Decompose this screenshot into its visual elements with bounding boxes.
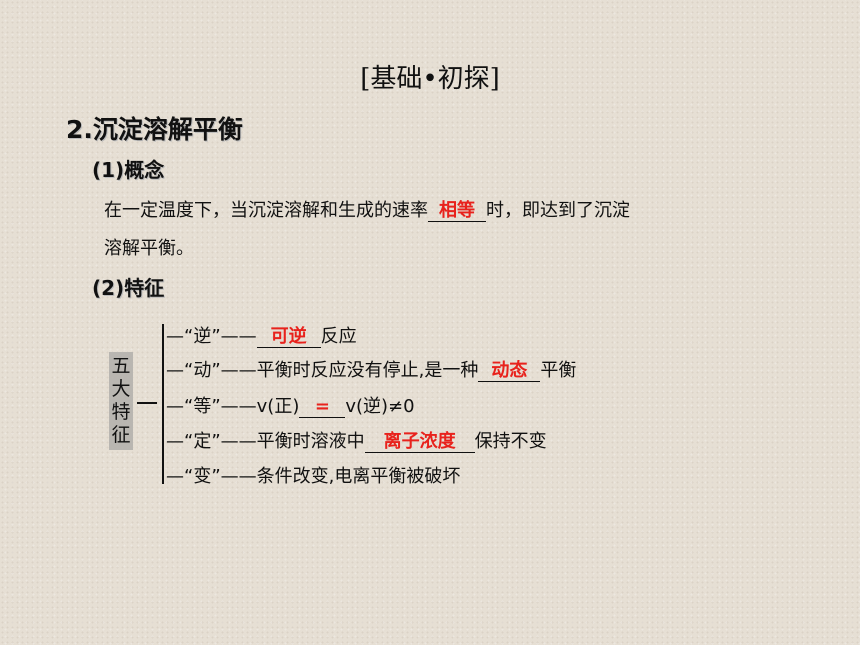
feature-suffix: 保持不变 — [474, 431, 547, 452]
feature-suffix: 平衡 — [540, 360, 577, 381]
feature-blank: 可逆 — [256, 326, 321, 348]
five-features-label: 五 大 特 征 — [109, 352, 133, 450]
feature-item-equal: —“等”——v(正) = v(逆)≠0 — [166, 392, 415, 418]
section-title: [基础•初探] — [360, 64, 500, 94]
feature-answer: 动态 — [491, 360, 528, 381]
feature-prefix: —“定”——平衡时溶液中 — [166, 431, 365, 452]
feature-suffix: v(逆)≠0 — [345, 396, 415, 417]
concept-blank: 相等 — [428, 201, 486, 222]
group-char: 五 — [111, 355, 131, 377]
feature-item-constant: —“定”——平衡时溶液中离子浓度保持不变 — [166, 427, 547, 453]
group-char: 特 — [111, 401, 131, 423]
group-char: 征 — [111, 424, 131, 446]
feature-item-reversible: —“逆”—— 可逆反应 — [166, 322, 357, 348]
feature-answer: 离子浓度 — [383, 431, 456, 452]
feature-suffix: 反应 — [320, 326, 357, 347]
feature-prefix: —“等”——v(正) — [166, 396, 300, 417]
feature-prefix: —“逆”—— — [166, 326, 257, 347]
feature-answer: = — [314, 396, 330, 417]
feature-blank: 离子浓度 — [364, 431, 475, 453]
concept-text-after: 时，即达到了沉淀 — [486, 200, 630, 221]
concept-line-2: 溶解平衡。 — [104, 238, 194, 259]
concept-label: (1)概念 — [92, 158, 165, 182]
connector-dash — [137, 402, 157, 404]
features-label: (2)特征 — [92, 276, 165, 300]
concept-answer: 相等 — [439, 200, 475, 221]
heading: 2.沉淀溶解平衡 — [66, 115, 243, 144]
bracket-line — [162, 324, 164, 484]
feature-answer: 可逆 — [270, 326, 307, 347]
feature-prefix: —“变”——条件改变,电离平衡被破坏 — [166, 466, 461, 487]
concept-line-1: 在一定温度下，当沉淀溶解和生成的速率相等时，即达到了沉淀 — [104, 196, 630, 222]
feature-blank: 动态 — [478, 360, 541, 382]
group-char: 大 — [111, 378, 131, 400]
feature-blank: = — [299, 396, 346, 418]
concept-text-before: 在一定温度下，当沉淀溶解和生成的速率 — [104, 200, 428, 221]
feature-item-dynamic: —“动”——平衡时反应没有停止,是一种动态平衡 — [166, 356, 576, 382]
feature-prefix: —“动”——平衡时反应没有停止,是一种 — [166, 360, 479, 381]
feature-item-change: —“变”——条件改变,电离平衡被破坏 — [166, 462, 460, 488]
